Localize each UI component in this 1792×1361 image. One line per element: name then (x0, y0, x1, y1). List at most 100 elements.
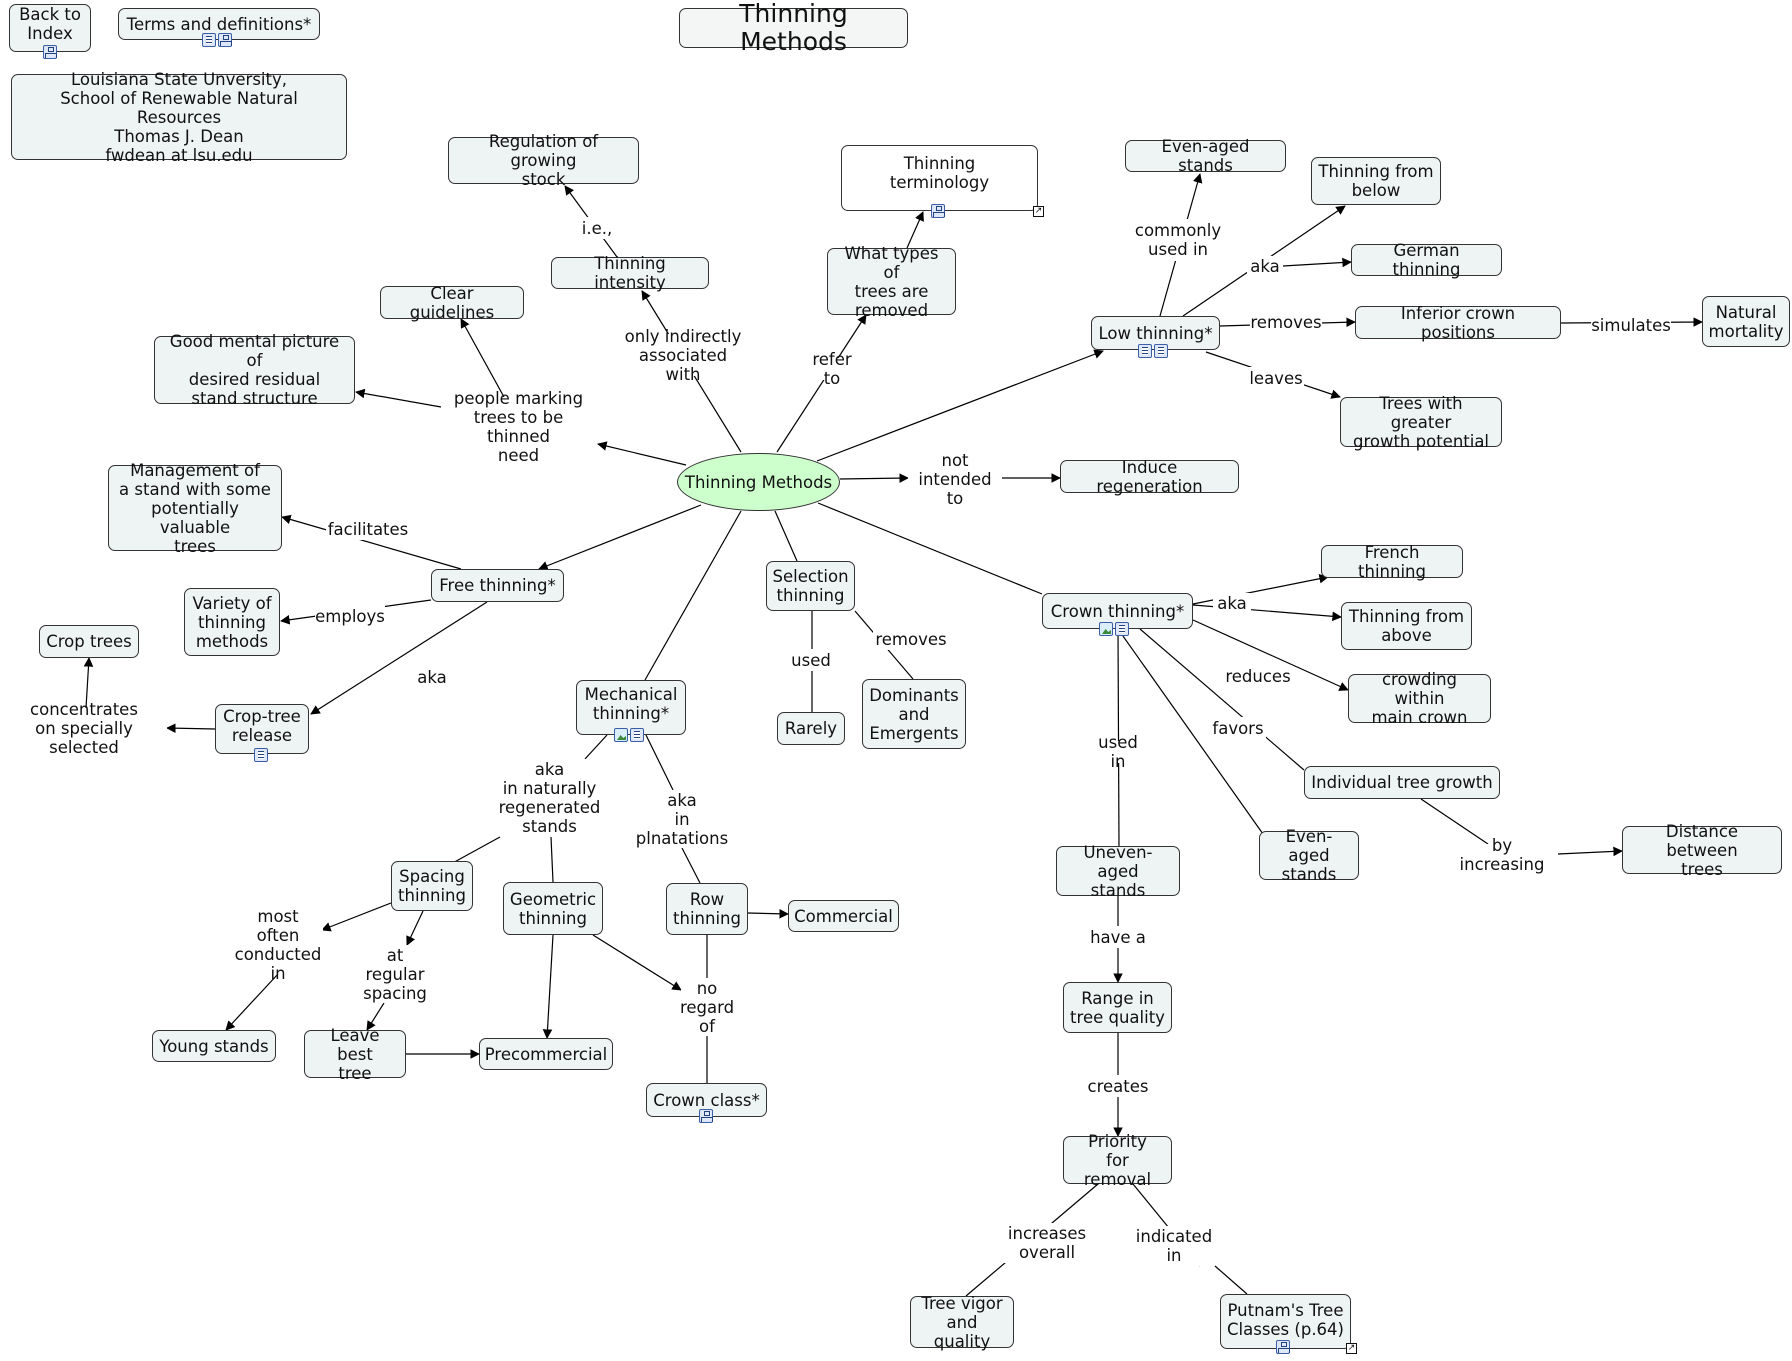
connector-line (597, 441, 687, 466)
concept-good-mental-picture[interactable]: Good mental picture of desired residual … (154, 332, 355, 408)
link-creates: creates (1086, 1075, 1150, 1097)
link-employs: employs (315, 605, 385, 627)
link-concentrates-on: concentrates on specially selected (1, 700, 167, 757)
concept-even-aged-stands-top[interactable]: Even-aged stands (1125, 137, 1286, 175)
document-icon[interactable] (202, 33, 216, 47)
concept-german-thinning[interactable]: German thinning (1351, 241, 1502, 279)
connector-line (776, 314, 867, 453)
link-facilitates: facilitates (326, 518, 410, 540)
link-not-intended-to: not intended to (908, 451, 1002, 508)
concept-thinning-from-above[interactable]: Thinning from above (1341, 602, 1472, 650)
concept-map-icon[interactable] (699, 1109, 713, 1123)
link-removes-selection: removes (873, 628, 949, 650)
concept-leave-best-tree[interactable]: Leave best tree (304, 1026, 406, 1083)
link-increases-overall: increases overall (1004, 1223, 1090, 1263)
concept-induce-regeneration[interactable]: Induce regeneration (1060, 458, 1239, 496)
link-favors: favors (1210, 717, 1266, 739)
concept-priority-for-removal[interactable]: Priority for removal (1063, 1132, 1172, 1189)
connector-line (460, 318, 505, 398)
connector-line (644, 510, 742, 681)
connector-line (816, 349, 1104, 462)
concept-map-icon[interactable] (931, 204, 945, 218)
concept-crop-trees[interactable]: Crop trees (39, 625, 139, 658)
concept-crowding-within-main-crown[interactable]: crowding within main crown (1348, 670, 1491, 727)
concept-thinning-from-below[interactable]: Thinning from below (1311, 157, 1441, 205)
connector-line (166, 723, 216, 733)
concept-variety-of-methods[interactable]: Variety of thinning methods (184, 588, 280, 656)
concept-trees-greater-growth[interactable]: Trees with greater growth potential (1340, 394, 1502, 451)
link-used: used (788, 649, 834, 671)
link-aka-naturally-regenerated: aka in naturally regenerated stands (498, 759, 601, 837)
concept-thinning-intensity[interactable]: Thinning intensity (551, 254, 709, 292)
connector-line (817, 502, 1043, 595)
link-indicated-in: indicated in (1133, 1226, 1215, 1266)
concept-management-of-stand[interactable]: Management of a stand with some potentia… (108, 461, 282, 556)
concept-mechanical-thinning[interactable]: Mechanical thinning* (576, 680, 686, 735)
concept-what-types-of-trees-removed[interactable]: What types of trees are removed (827, 244, 956, 320)
connector-line (592, 934, 682, 991)
connector-line (355, 388, 442, 408)
concept-thinning-terminology[interactable]: Thinning terminology (841, 145, 1038, 211)
connector-line (1192, 619, 1349, 691)
connector-line (366, 1002, 385, 1031)
connector-line (1282, 257, 1352, 268)
concept-spacing-thinning[interactable]: Spacing thinning (391, 861, 473, 911)
concept-regulation-of-growing-stock[interactable]: Regulation of growing stock (448, 132, 639, 189)
link-reduces: reduces (1224, 665, 1292, 687)
connector-line (542, 934, 554, 1039)
concept-inferior-crown-positions[interactable]: Inferior crown positions (1355, 304, 1561, 342)
concept-individual-tree-growth[interactable]: Individual tree growth (1304, 766, 1500, 799)
document-icon[interactable] (1138, 344, 1152, 358)
concept-dominants-and-emergents[interactable]: Dominants and Emergents (862, 679, 966, 749)
connector-line (83, 657, 94, 709)
root-concept-thinning-methods[interactable]: Thinning Methods (677, 453, 840, 511)
image-icon[interactable] (614, 728, 628, 742)
concept-french-thinning[interactable]: French thinning (1321, 543, 1463, 581)
link-only-indirectly: only indirectly associated with (618, 327, 748, 384)
document-icon[interactable] (1115, 622, 1129, 636)
external-link-icon[interactable]: ↗ (1346, 1343, 1357, 1354)
concept-map-icon[interactable] (1276, 1340, 1290, 1354)
connector-line (1557, 846, 1623, 857)
concept-precommercial[interactable]: Precommercial (479, 1038, 613, 1070)
page-title: Thinning Methods (679, 0, 908, 56)
concept-natural-mortality[interactable]: Natural mortality (1702, 296, 1790, 347)
connector-line (681, 847, 701, 884)
concept-rarely[interactable]: Rarely (777, 712, 845, 745)
link-aka-crown: aka (1213, 593, 1251, 613)
concept-commercial[interactable]: Commercial (788, 900, 899, 932)
concept-putnams-tree-classes[interactable]: Putnam's Tree Classes (p.64) (1220, 1294, 1351, 1349)
concept-distance-between-trees[interactable]: Distance between trees (1622, 822, 1782, 879)
connector-line (1117, 628, 1120, 847)
concept-tree-vigor-and-quality[interactable]: Tree vigor and quality (910, 1294, 1014, 1351)
concept-map-icon[interactable] (218, 33, 232, 47)
concept-row-thinning[interactable]: Row thinning (666, 883, 748, 935)
link-leaves: leaves (1248, 367, 1304, 389)
link-refer-to: refer to (800, 350, 864, 388)
connector-line (550, 836, 554, 883)
link-at-regular-spacing: at regular spacing (362, 945, 428, 1003)
concept-selection-thinning[interactable]: Selection thinning (766, 561, 855, 611)
document-icon[interactable] (630, 728, 644, 742)
connector-line (1214, 1265, 1248, 1295)
concept-free-thinning[interactable]: Free thinning* (431, 569, 564, 602)
image-icon[interactable] (1099, 622, 1113, 636)
concept-uneven-aged-stands[interactable]: Uneven-aged stands (1056, 843, 1180, 900)
link-removes-low: removes (1250, 311, 1322, 333)
back-to-index-link[interactable]: Back to Index (9, 4, 91, 52)
connector-line (281, 514, 462, 570)
concept-clear-guidelines[interactable]: Clear guidelines (380, 284, 524, 322)
concept-even-aged-stands[interactable]: Even-aged stands (1259, 827, 1359, 884)
document-icon[interactable] (254, 748, 268, 762)
connector-line (1117, 628, 1264, 835)
concept-geometric-thinning[interactable]: Geometric thinning (503, 882, 603, 935)
external-link-icon[interactable]: ↗ (1033, 206, 1044, 217)
concept-map-icon[interactable] (43, 45, 57, 59)
connector-line (225, 973, 279, 1031)
connector-line (310, 601, 488, 715)
concept-low-thinning[interactable]: Low thinning* (1091, 316, 1220, 350)
concept-young-stands[interactable]: Young stands (152, 1030, 276, 1062)
concept-crop-tree-release[interactable]: Crop-tree release (215, 704, 309, 754)
concept-range-in-tree-quality[interactable]: Range in tree quality (1063, 982, 1172, 1033)
document-icon[interactable] (1154, 344, 1168, 358)
